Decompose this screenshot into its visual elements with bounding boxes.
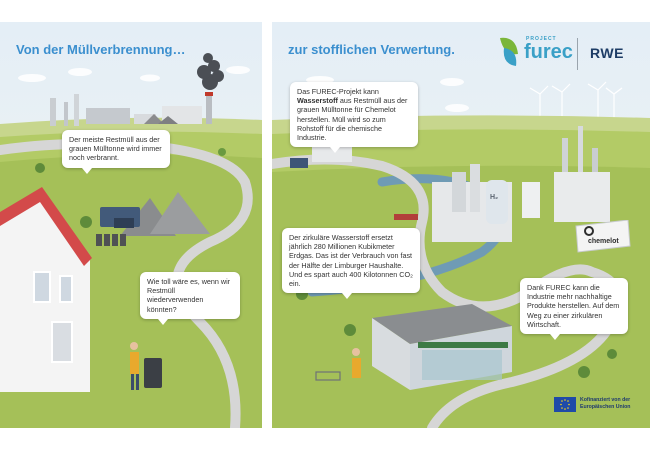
info-bubble-incineration-text: Der meiste Restmüll aus der grauen Müllt… [69, 135, 162, 163]
logo-divider [577, 38, 578, 70]
furec-logo-project: PROJECT [526, 36, 557, 42]
eu-cofunding-text: Kofinanziert von der Europäischen Union [580, 397, 630, 410]
info-bubble-hydrogen-text-pre: Das FUREC-Projekt kann [297, 87, 379, 96]
left-panel: Von der Müllverbrennung… Der meiste Rest… [0, 22, 262, 428]
right-panel-title: zur stofflichen Verwertung. [288, 42, 455, 57]
info-bubble-incineration: Der meiste Restmüll aus der grauen Müllt… [62, 130, 170, 174]
info-bubble-hydrogen-text-bold: Wasserstoff [297, 96, 338, 106]
bubble-tail [342, 293, 352, 300]
furec-leaf-icon [500, 37, 518, 66]
eu-flag-icon [554, 397, 576, 412]
bubble-tail [550, 334, 560, 341]
eu-cofunding-text-line2: Europäischen Union [580, 403, 631, 410]
chemelot-sign-text: chemelot [588, 238, 619, 245]
right-panel: zur stofflichen Verwertung. PROJECT fure… [272, 22, 650, 428]
bubble-tail [82, 167, 92, 174]
info-bubble-natural-gas: Der zirkuläre Wasserstoff ersetzt jährli… [282, 228, 420, 300]
rwe-logo: RWE [590, 45, 624, 61]
info-bubble-natural-gas-text: Der zirkuläre Wasserstoff ersetzt jährli… [289, 233, 413, 289]
chemelot-logo-icon [584, 226, 594, 236]
eu-cofunding-badge: Kofinanziert von der Europäischen Union [554, 395, 640, 415]
left-panel-title: Von der Müllverbrennung… [16, 42, 186, 57]
bubble-tail [330, 147, 340, 154]
left-scene-illustration [0, 22, 262, 428]
info-bubble-hydrogen-text-post: aus Restmüll aus der grauen Mülltonne fü… [297, 96, 408, 143]
furec-logo: PROJECT furec [496, 34, 576, 70]
info-bubble-question-text: Wie toll wäre es, wenn wir Restmüll wied… [147, 277, 231, 314]
chemelot-sign: chemelot [572, 220, 632, 254]
bubble-tail [158, 318, 168, 325]
info-bubble-question: Wie toll wäre es, wenn wir Restmüll wied… [140, 272, 240, 325]
h2-tank-label: H₂ [490, 194, 499, 201]
eu-cofunding-text-line1: Kofinanziert von der [580, 397, 631, 403]
info-bubble-sustainable-products: Dank FUREC kann die Industrie mehr nachh… [520, 278, 628, 341]
info-bubble-sustainable-products-text: Dank FUREC kann die Industrie mehr nachh… [527, 283, 620, 329]
info-bubble-hydrogen: Das FUREC-Projekt kann Wasserstoff aus R… [290, 82, 418, 154]
furec-logo-wordmark: furec [524, 41, 573, 63]
